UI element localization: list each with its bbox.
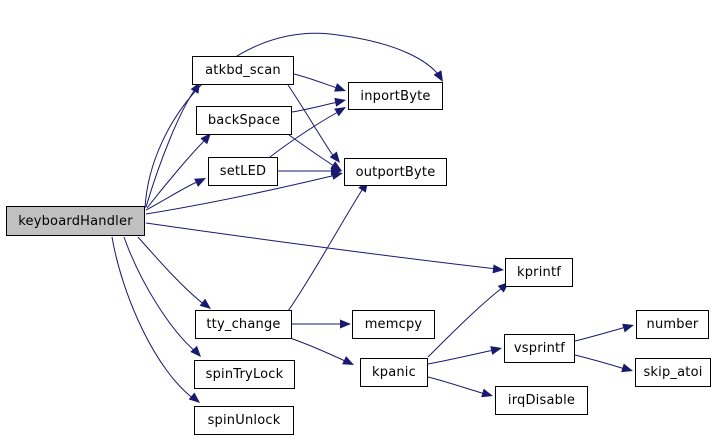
arrowhead-keyboardHandler-to-spinUnlock [188, 392, 200, 403]
node-keyboardHandler[interactable]: keyboardHandler [6, 206, 145, 236]
edge-backSpace-to-outportByte [288, 134, 335, 167]
arrowhead-keyboardHandler-to-spinTryLock [190, 345, 201, 357]
edge-keyboardHandler-to-kprintf [145, 222, 498, 270]
edge-setLED-to-inportByte [269, 111, 339, 158]
arrowhead-keyboardHandler-to-tty_change [199, 298, 211, 309]
arrowhead-setLED-to-outportByte [331, 166, 342, 176]
edge-tty_change-to-kpanic [289, 337, 346, 362]
arrowhead-atkbd_scan-to-inportByte [334, 83, 346, 92]
edge-atkbd_scan-to-outportByte [287, 84, 335, 158]
node-kprintf[interactable]: kprintf [505, 258, 573, 287]
arrowhead-keyboardHandler-to-setLED [194, 178, 206, 187]
node-memcpy[interactable]: memcpy [352, 310, 435, 339]
node-kpanic[interactable]: kpanic [360, 358, 428, 387]
edge-keyboardHandler-to-spinUnlock [111, 236, 195, 400]
arrowhead-kpanic-to-irqDisable [481, 388, 493, 398]
arrowhead-tty_change-to-kpanic [342, 356, 354, 365]
edge-keyboardHandler-to-inportByte [144, 32, 442, 209]
edge-vsprintf-to-skip_atoi [574, 354, 626, 370]
edge-keyboardHandler-to-spinTryLock [123, 236, 197, 353]
node-inportByte[interactable]: inportByte [348, 82, 443, 110]
edge-kpanic-to-irqDisable [427, 376, 486, 395]
node-vsprintf[interactable]: vsprintf [504, 334, 575, 363]
node-backSpace[interactable]: backSpace [196, 106, 292, 135]
edge-keyboardHandler-to-outportByte [145, 174, 337, 215]
edge-keyboardHandler-to-tty_change [137, 236, 206, 306]
edge-keyboardHandler-to-setLED [145, 181, 198, 211]
node-spinTryLock[interactable]: spinTryLock [194, 360, 295, 389]
node-irqDisable[interactable]: irqDisable [495, 386, 588, 415]
node-atkbd_scan[interactable]: atkbd_scan [192, 56, 294, 85]
edge-tty_change-to-outportByte [287, 189, 363, 312]
edge-keyboardHandler-to-backSpace [146, 138, 207, 209]
edge-backSpace-to-inportByte [291, 101, 339, 113]
arrowhead-vsprintf-to-number [622, 323, 634, 333]
edge-keyboardHandler-to-atkbd_scan [145, 87, 197, 208]
arrowhead-vsprintf-to-skip_atoi [621, 363, 633, 373]
edge-atkbd_scan-to-inportByte [293, 73, 338, 89]
node-tty_change[interactable]: tty_change [195, 310, 292, 339]
arrowhead-kpanic-to-vsprintf [490, 346, 502, 355]
node-number[interactable]: number [636, 310, 709, 339]
arrowhead-tty_change-to-memcpy [340, 319, 351, 329]
node-skip_atoi[interactable]: skip_atoi [635, 358, 711, 387]
arrowhead-setLED-to-inportByte [334, 107, 346, 117]
arrowhead-keyboardHandler-to-kprintf [492, 264, 504, 274]
node-setLED[interactable]: setLED [208, 157, 278, 186]
node-outportByte[interactable]: outportByte [344, 158, 447, 186]
node-spinUnlock[interactable]: spinUnlock [194, 406, 294, 435]
arrowhead-atkbd_scan-to-outportByte [329, 151, 340, 163]
edge-kpanic-to-vsprintf [427, 349, 495, 365]
edge-kpanic-to-kprintf [427, 287, 503, 358]
arrowhead-keyboardHandler-to-backSpace [200, 133, 211, 145]
arrowhead-backSpace-to-inportByte [334, 97, 346, 107]
arrowhead-keyboardHandler-to-inportByte [433, 70, 443, 82]
edge-vsprintf-to-number [574, 326, 627, 342]
